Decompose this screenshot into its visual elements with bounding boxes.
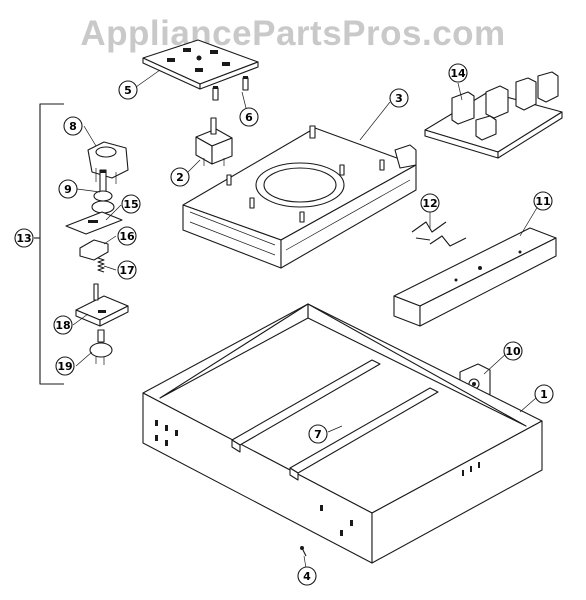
svg-text:11: 11: [535, 195, 550, 208]
part-13-group-bracket: [34, 103, 64, 385]
svg-text:2: 2: [176, 171, 184, 184]
callout-18[interactable]: 18: [53, 315, 73, 335]
leader-lines: [72, 69, 539, 569]
callout-12[interactable]: 12: [420, 193, 440, 213]
callout-5[interactable]: 5: [118, 80, 138, 100]
part-7-rails: [231, 359, 439, 481]
svg-text:7: 7: [314, 428, 322, 441]
part-2-switch: [195, 117, 233, 166]
callout-3[interactable]: 3: [389, 88, 409, 108]
svg-text:1: 1: [540, 388, 548, 401]
svg-text:14: 14: [450, 67, 466, 80]
svg-text:5: 5: [124, 84, 132, 97]
callout-10[interactable]: 10: [503, 341, 523, 361]
svg-text:4: 4: [303, 570, 311, 583]
svg-text:15: 15: [123, 198, 138, 211]
callout-14[interactable]: 14: [448, 63, 468, 83]
watermark-text: AppliancePartsPros.com: [80, 14, 506, 53]
svg-text:13: 13: [16, 232, 31, 245]
part-12-wire-clips: [411, 221, 467, 247]
svg-text:10: 10: [505, 345, 521, 358]
svg-text:12: 12: [422, 197, 437, 210]
part-15-insulator: [65, 211, 123, 235]
part-11-trim-bar: [393, 227, 557, 327]
callout-6[interactable]: 6: [239, 107, 259, 127]
callout-1[interactable]: 1: [534, 384, 554, 404]
callout-labels: 1 2 3 4 5 6 7 8 9 10 11 12 13 14 15 16 1…: [14, 63, 554, 586]
svg-text:18: 18: [55, 319, 70, 332]
svg-text:9: 9: [64, 183, 72, 196]
callout-17[interactable]: 17: [117, 260, 137, 280]
part-18-base-plate: [75, 283, 129, 327]
part-5-panel-plate: [142, 39, 259, 90]
callout-15[interactable]: 15: [121, 194, 141, 214]
part-17-spring: [97, 257, 105, 273]
callout-4[interactable]: 4: [297, 566, 317, 586]
part-8-bracket: [87, 141, 129, 184]
svg-text:19: 19: [57, 360, 72, 373]
callout-9[interactable]: 9: [58, 179, 78, 199]
svg-text:3: 3: [395, 92, 403, 105]
part-4-screw: [300, 546, 307, 557]
svg-text:16: 16: [119, 230, 135, 243]
part-16-cam: [79, 239, 109, 261]
part-6-pins: [212, 76, 249, 101]
part-19-potentiometer: [89, 329, 113, 365]
callout-11[interactable]: 11: [533, 191, 553, 211]
svg-text:17: 17: [119, 264, 134, 277]
callout-19[interactable]: 19: [55, 356, 75, 376]
callout-16[interactable]: 16: [117, 226, 137, 246]
svg-text:6: 6: [245, 111, 253, 124]
svg-text:8: 8: [69, 120, 77, 133]
callout-2[interactable]: 2: [170, 167, 190, 187]
part-1-chassis-box: [142, 303, 543, 564]
part-14-control-board: [424, 71, 563, 159]
callout-8[interactable]: 8: [63, 116, 83, 136]
callout-7[interactable]: 7: [308, 424, 328, 444]
part-3-console-housing: [182, 125, 417, 269]
callout-13[interactable]: 13: [14, 228, 34, 248]
